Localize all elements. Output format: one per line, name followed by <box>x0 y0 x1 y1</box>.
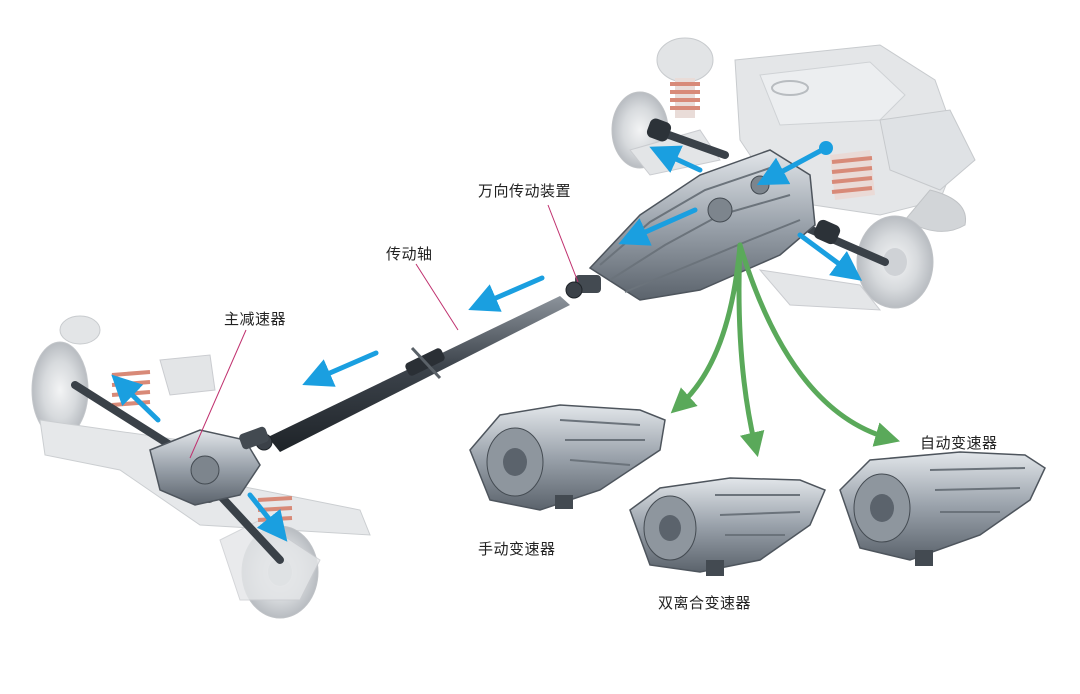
manual-transmission-image <box>469 404 666 511</box>
label-dual-clutch-transmission: 双离合变速器 <box>658 594 752 612</box>
flow-arrow-shaft-lower <box>302 350 379 387</box>
flow-arrow-rear-right <box>247 492 288 542</box>
final-drive-unit <box>149 426 269 506</box>
front-right-suspension <box>758 150 934 311</box>
automatic-transmission-image <box>839 451 1046 566</box>
leader-lines <box>189 204 579 459</box>
label-final-drive: 主减速器 <box>224 310 287 328</box>
flow-arrow-front-left <box>649 145 703 173</box>
label-manual-transmission: 手动变速器 <box>478 540 556 558</box>
leader-final-drive <box>189 329 247 459</box>
label-automatic-transmission: 自动变速器 <box>920 434 998 452</box>
flow-arrow-engine <box>756 147 825 186</box>
power-flow-arrows <box>111 141 863 542</box>
option-arrow-dct <box>736 242 765 458</box>
front-half-shafts <box>646 118 889 266</box>
label-drive-shaft: 传动轴 <box>386 245 433 263</box>
leader-universal-joint <box>547 204 579 283</box>
leader-drive-shaft <box>415 263 459 331</box>
dual-clutch-transmission-image <box>629 477 826 576</box>
flow-arrow-gearbox <box>618 207 698 246</box>
flow-arrow-front-right <box>797 232 863 281</box>
option-arrow-automatic <box>737 242 901 447</box>
flow-arrow-shaft-upper <box>468 275 545 312</box>
label-universal-joint: 万向传动装置 <box>478 182 572 200</box>
transmission-option-arrows <box>670 242 901 458</box>
flow-arrow-rear-left <box>111 374 161 423</box>
